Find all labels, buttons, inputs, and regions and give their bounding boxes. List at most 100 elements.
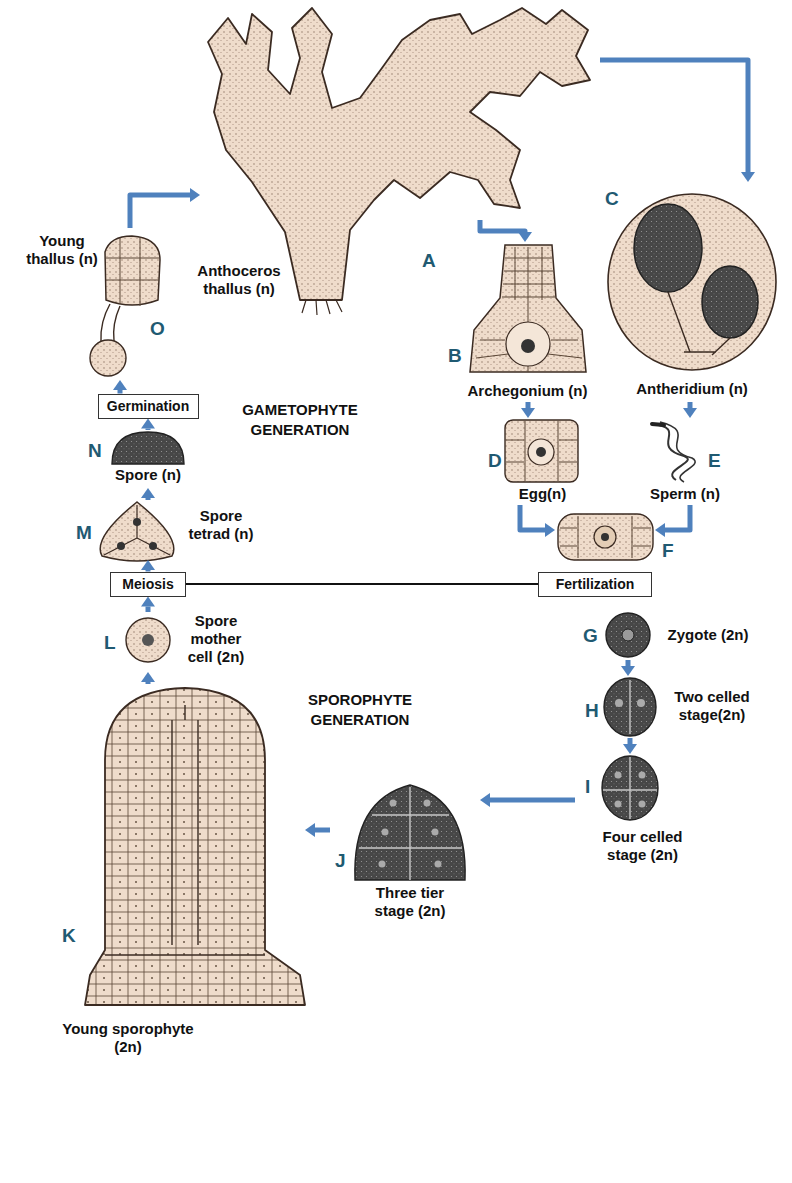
arrow-head	[621, 666, 635, 676]
three-tier-figure-part	[424, 800, 431, 807]
fertilized-archegonium-figure	[558, 514, 653, 560]
three-tier-figure-part	[382, 829, 389, 836]
two-celled-figure-part	[604, 678, 656, 736]
arrow-head	[141, 672, 155, 682]
archegonium-figure-part	[502, 247, 555, 322]
four-celled-figure-part	[602, 756, 658, 820]
four-celled-figure-part	[639, 801, 646, 808]
four-celled-figure-part	[615, 772, 622, 779]
flow-arrow	[130, 188, 200, 228]
zygote-figure-part	[622, 629, 634, 641]
sperm-figure-part	[660, 422, 695, 482]
flow-arrow	[141, 488, 155, 500]
archegonium-figure	[470, 245, 586, 372]
archegonium-figure-part	[470, 245, 586, 372]
stage-letter: K	[62, 925, 76, 947]
arrow-head	[683, 408, 697, 418]
connector-path	[315, 828, 330, 833]
stage-letter: A	[422, 250, 436, 272]
flow-arrow	[141, 419, 155, 431]
fertilized-archegonium-figure-part	[601, 533, 609, 541]
stage-letter: M	[76, 522, 92, 544]
stage-letter: L	[104, 632, 116, 654]
box-label: Germination	[107, 398, 189, 415]
three-tier-figure-part	[435, 861, 442, 868]
spore-tetrad-figure	[100, 502, 174, 561]
connector-path	[130, 195, 190, 228]
young-thallus-figure-part	[105, 236, 160, 305]
stage-caption: Four celled stage (2n)	[585, 828, 700, 864]
three-tier-figure	[355, 785, 465, 880]
flow-arrow	[141, 560, 155, 572]
arrow-head	[141, 597, 155, 607]
flow-arrow	[683, 402, 697, 418]
tetrad-stage: MSpore tetrad (n)	[75, 500, 255, 560]
egg-figure	[505, 420, 578, 482]
spore-mother-cell-figure-part	[142, 634, 154, 646]
antheridium-figure-part	[634, 204, 702, 292]
connector-path	[628, 738, 633, 744]
connector-path	[520, 505, 545, 530]
fertilized-archegonium-figure-part	[558, 514, 653, 560]
flow-arrow	[521, 402, 535, 418]
connector-path	[146, 682, 151, 684]
spore-tetrad-figure-part	[117, 542, 125, 550]
stage-caption: Young sporophyte (2n)	[62, 1020, 194, 1056]
connector-path	[600, 60, 748, 172]
fertilized-stage: F	[555, 512, 655, 562]
embryo-stage: IFour celled stage (2n)	[575, 754, 705, 876]
arrow-head	[518, 232, 532, 242]
arrow-head	[141, 419, 155, 429]
stage-letter: E	[708, 450, 721, 472]
connector-path	[146, 498, 151, 500]
three-tier-figure-part	[432, 829, 439, 836]
flow-arrow	[655, 505, 690, 537]
stage-caption: Archegonium (n)	[455, 382, 600, 400]
zygote-figure-part	[606, 613, 650, 657]
flow-arrow	[480, 793, 575, 807]
stage-letter: O	[150, 318, 165, 340]
spore-mother-cell-stage: L Spore mother cell (2n)	[100, 612, 265, 672]
stage-letter: D	[488, 450, 502, 472]
flow-arrow	[623, 738, 637, 754]
egg-figure-part	[506, 421, 577, 481]
spore-tetrad-figure-part	[149, 542, 157, 550]
thallus-stage: Anthoceros thallus (n)A	[200, 5, 600, 220]
process-box: Meiosis	[110, 572, 186, 597]
stage-caption: Spore mother cell (2n)	[180, 612, 252, 666]
four-celled-figure-part	[639, 772, 646, 779]
connector-path	[665, 505, 690, 530]
generation-label: GAMETOPHYTE GENERATION	[225, 400, 375, 440]
embryo-stage: JThree tier stage (2n)	[330, 782, 480, 927]
connector-path	[146, 607, 151, 613]
arrow-head	[521, 408, 535, 418]
spore-mother-cell-figure	[126, 618, 170, 662]
two-celled-figure-part	[629, 680, 630, 734]
three-tier-figure-part	[359, 787, 462, 880]
young-sporophyte-figure-part	[172, 705, 198, 945]
flow-arrow	[141, 672, 155, 684]
box-label: Fertilization	[556, 576, 635, 593]
connector-path	[526, 402, 531, 408]
two-celled-figure-part	[615, 699, 623, 707]
archegonium-figure-part	[506, 322, 550, 366]
arrow-head	[623, 744, 637, 754]
flow-arrow	[600, 60, 755, 182]
young-thallus-figure-part	[90, 340, 126, 376]
stage-caption: Antheridium (n)	[612, 380, 772, 398]
flow-arrow	[520, 505, 555, 537]
young-thallus-stage: Young thallus (n)O	[20, 228, 170, 380]
young-sporophyte-figure-part	[85, 688, 305, 1005]
zygote-figure	[606, 613, 650, 657]
egg-stage: DEgg(n)	[485, 418, 585, 505]
antheridium-figure-part	[668, 292, 730, 355]
three-tier-figure-part	[379, 861, 386, 868]
connector-path	[146, 429, 151, 431]
four-celled-figure-part	[603, 757, 657, 819]
connector-path	[626, 660, 631, 666]
stage-caption: Anthoceros thallus (n)	[185, 262, 293, 298]
three-tier-figure-part	[390, 800, 397, 807]
sperm-figure-part	[652, 424, 664, 425]
stage-letter: B	[448, 345, 462, 367]
process-box: Fertilization	[538, 572, 652, 597]
